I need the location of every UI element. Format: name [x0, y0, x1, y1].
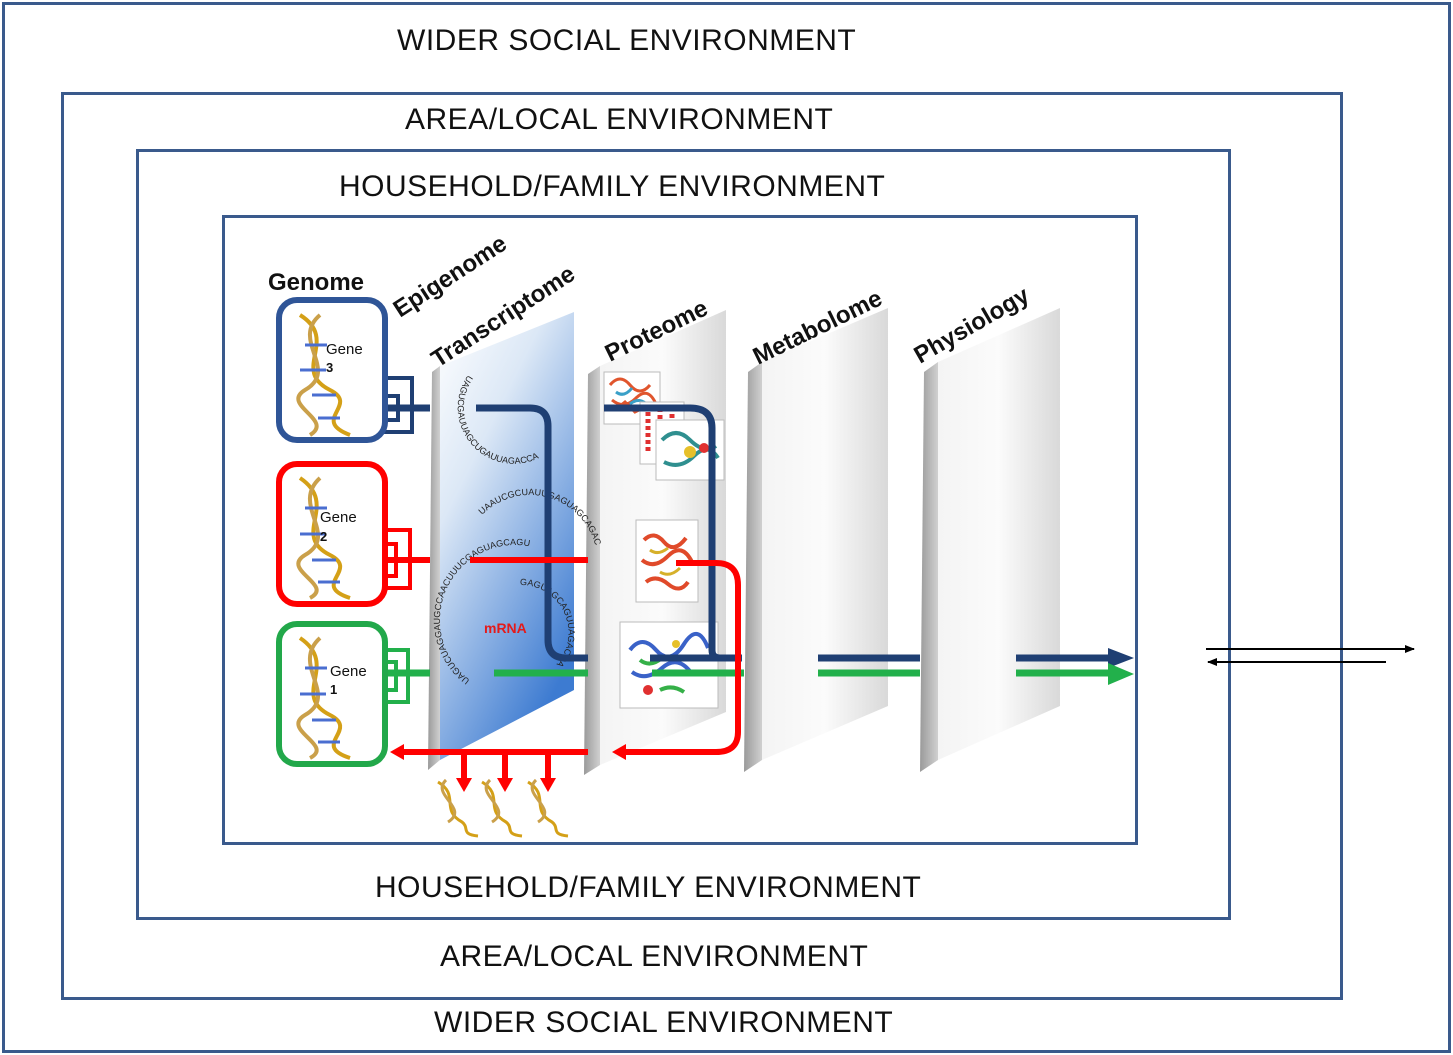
biological-system-frame: [222, 215, 1138, 845]
transcriptome-panel: [428, 312, 574, 770]
dna-helix-icon: [296, 476, 351, 600]
gene3-pathway: [386, 404, 1110, 662]
gene2-pathway: [386, 557, 741, 780]
gene2-name: Gene: [320, 509, 357, 526]
gene2-number: 2: [320, 529, 327, 544]
gene3-name: Gene: [326, 341, 363, 358]
gene2-box: Gene 2: [276, 461, 388, 607]
gene1-name: Gene: [330, 663, 367, 680]
gene3-box: Gene 3: [276, 297, 388, 443]
dna-helix-icon: [296, 636, 351, 760]
household-family-environment-label-bottom: HOUSEHOLD/FAMILY ENVIRONMENT: [375, 871, 922, 904]
area-local-environment-label-top: AREA/LOCAL ENVIRONMENT: [405, 103, 834, 136]
genome-label: Genome: [268, 269, 364, 296]
household-family-environment-frame: [136, 149, 1231, 920]
household-family-environment-label-top: HOUSEHOLD/FAMILY ENVIRONMENT: [339, 170, 886, 203]
dna-helix-icon: [437, 778, 479, 838]
physiology-panel: [920, 308, 1060, 772]
wider-social-environment-label-top: WIDER SOCIAL ENVIRONMENT: [397, 24, 857, 57]
gene1-box: Gene 1: [276, 621, 388, 767]
dna-helix-icon: [527, 778, 569, 838]
gene3-number: 3: [326, 360, 333, 375]
green-arrowhead: [1108, 663, 1134, 685]
gene1-number: 1: [330, 682, 337, 697]
dna-helix-icon: [296, 313, 351, 437]
dna-helix-icon: [481, 778, 523, 838]
gene-connectors: [382, 376, 414, 704]
mrna-label: mRNA: [484, 620, 527, 636]
wider-social-environment-label-bottom: WIDER SOCIAL ENVIRONMENT: [434, 1006, 894, 1039]
area-local-environment-frame: [61, 92, 1343, 1000]
blue-arrowhead: [1108, 648, 1134, 668]
area-local-environment-label-bottom: AREA/LOCAL ENVIRONMENT: [440, 940, 869, 973]
metabolome-panel: [744, 308, 888, 772]
bidirectional-arrows: [1206, 645, 1415, 666]
dna-helix-icons-bottom: [437, 778, 569, 838]
red-arrowheads: [390, 744, 626, 792]
